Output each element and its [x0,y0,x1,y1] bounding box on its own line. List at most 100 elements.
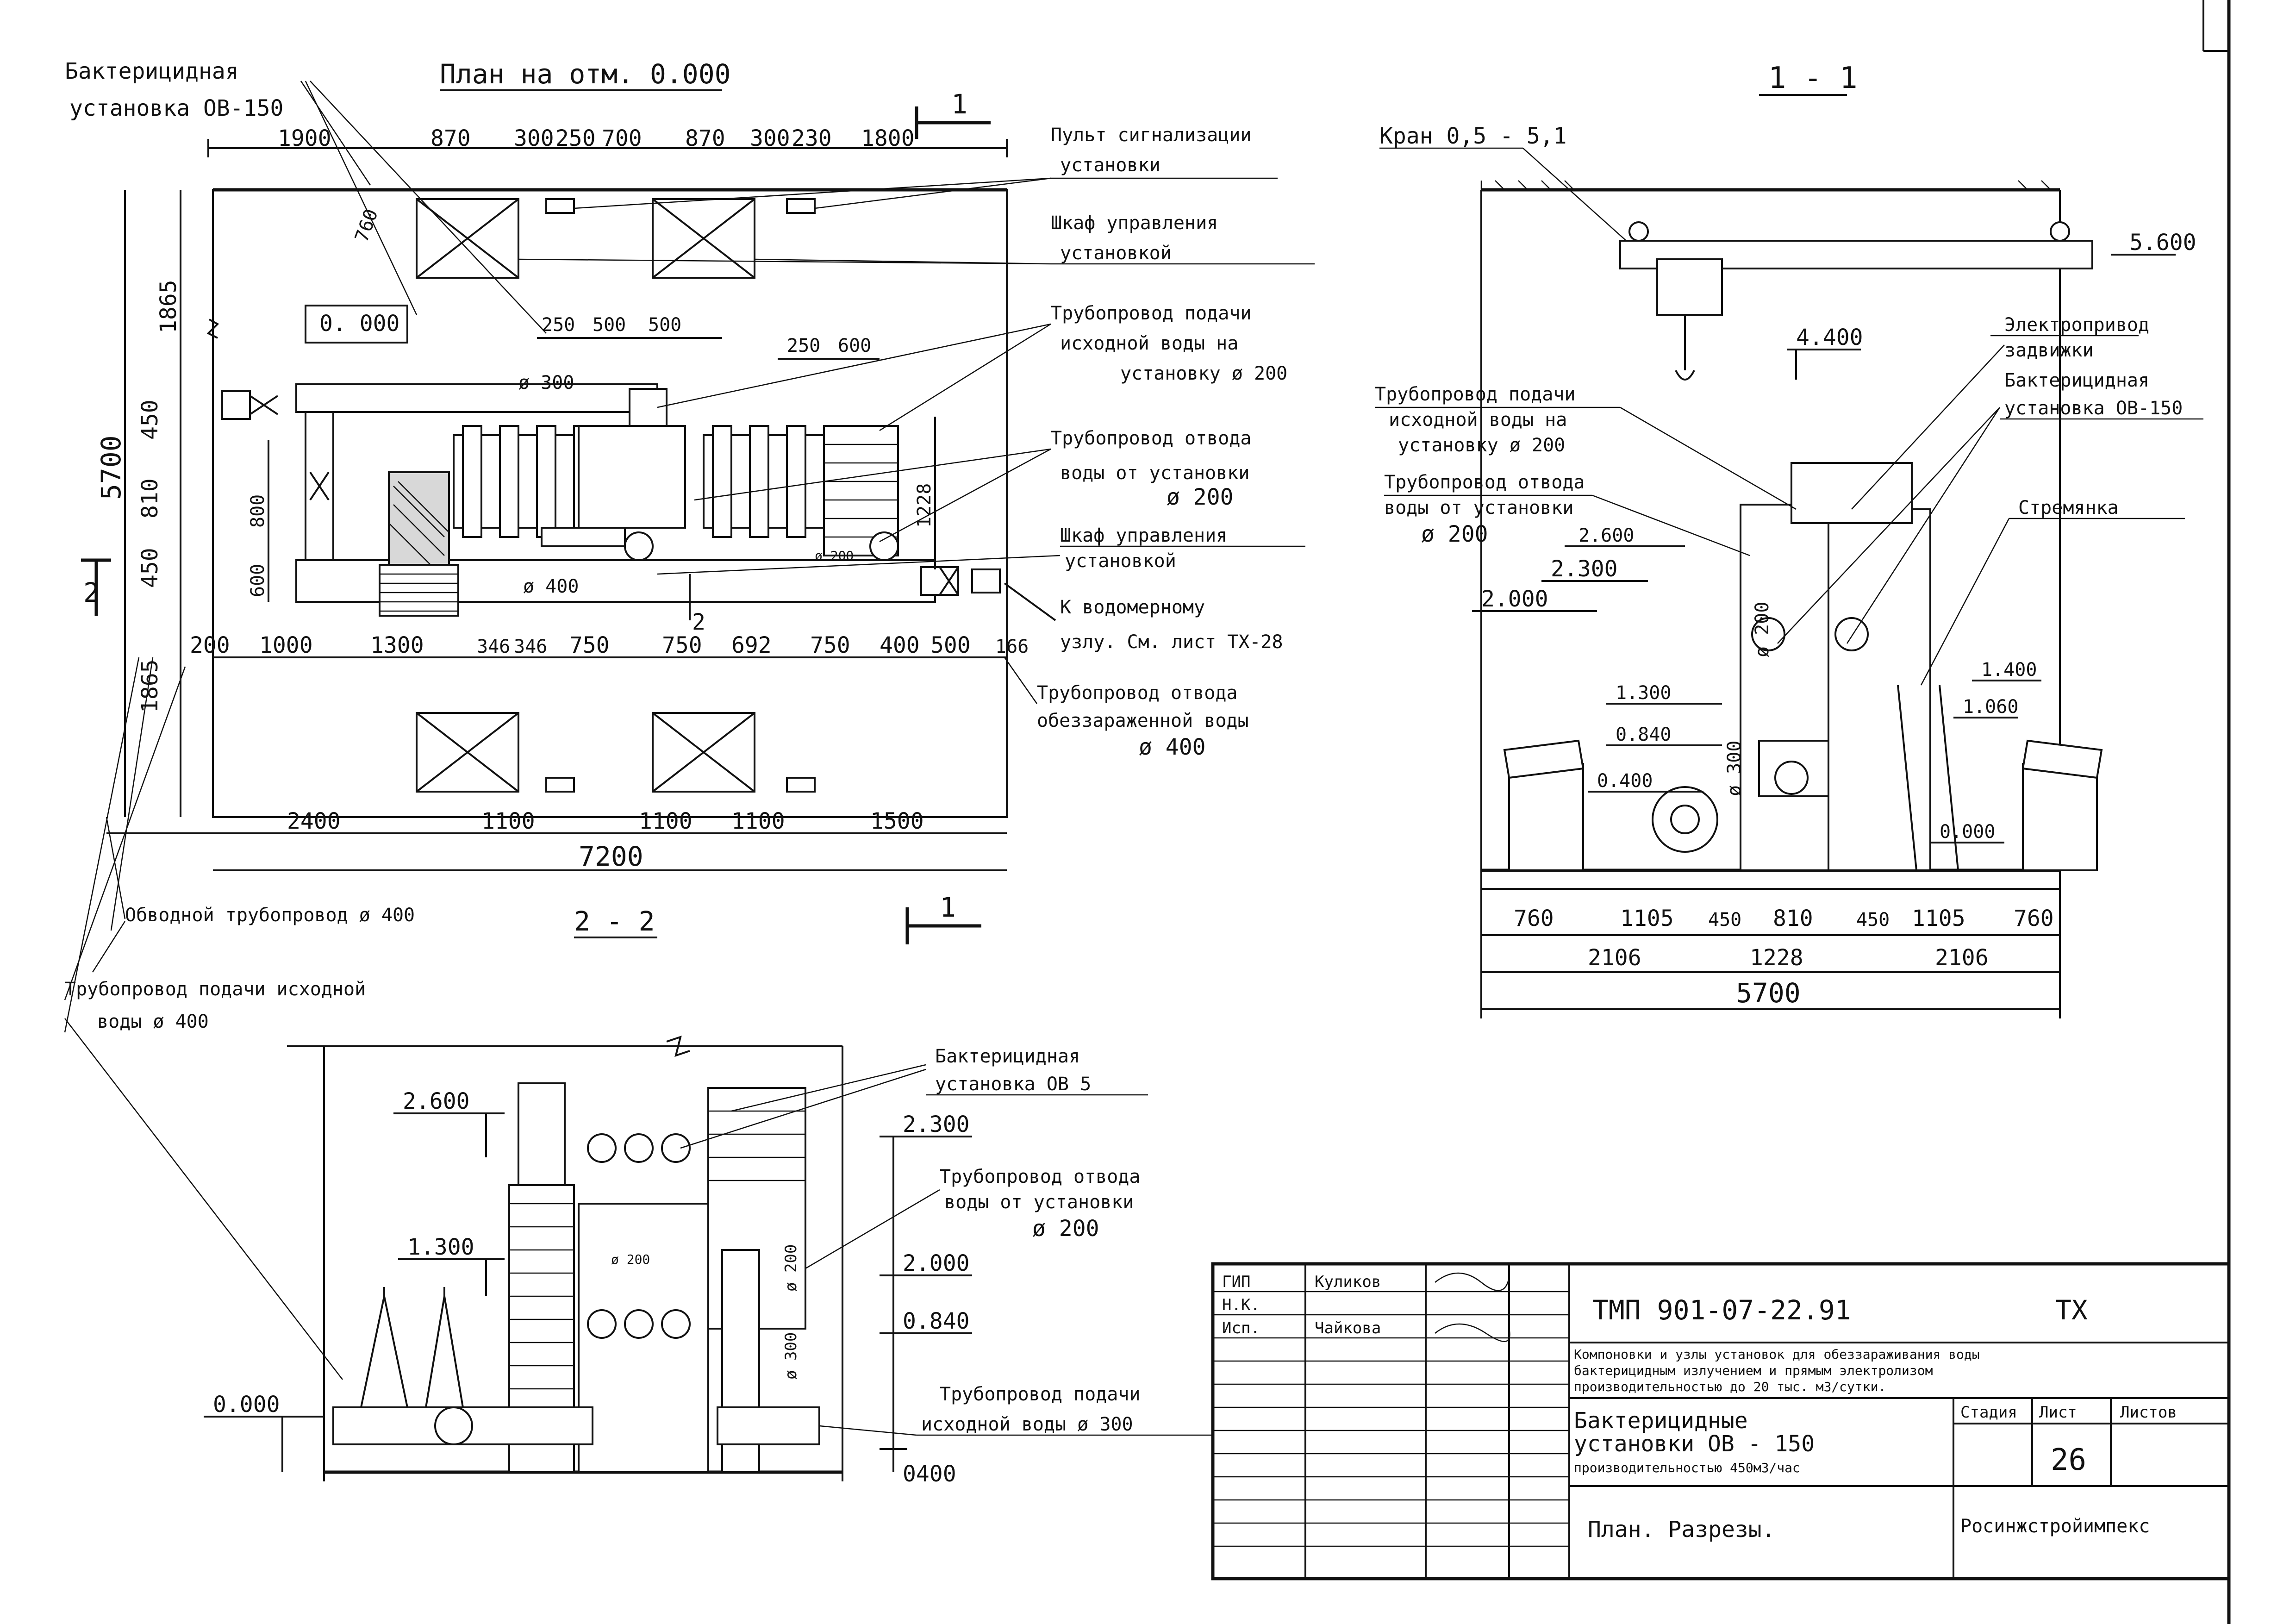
svg-text:2.600: 2.600 [1578,525,1634,546]
sheet-frame [2202,0,2231,1624]
svg-text:Куликов: Куликов [1315,1273,1381,1291]
svg-text:Н.К.: Н.К. [1222,1296,1260,1314]
title-block-grid [1213,1291,1569,1547]
svg-text:Трубопровод подачи: Трубопровод подачи [940,1384,1140,1405]
svg-text:установку ø 200: установку ø 200 [1398,435,1565,456]
plan-section-mark-left: 2 [83,577,100,608]
svg-text:исходной воды на: исходной воды на [1389,409,1567,431]
svg-text:1865: 1865 [156,280,181,333]
svg-text:760: 760 [1514,906,1554,931]
svg-text:600: 600 [838,335,871,356]
svg-text:1300: 1300 [370,632,424,658]
svg-text:ø 200: ø 200 [1167,484,1234,510]
svg-text:1865: 1865 [137,659,163,713]
svg-text:Обводной трубопровод ø 400: Обводной трубопровод ø 400 [125,905,415,926]
title-code: ТМП 901-07-22.91 [1592,1294,1851,1326]
svg-text:1105: 1105 [1912,906,1965,931]
svg-text:Бактерицидная: Бактерицидная [2004,370,2149,391]
plan-section-mark-2: 2 [692,609,705,635]
svg-text:Пульт сигнализации: Пульт сигнализации [1051,125,1251,146]
svg-text:2.000: 2.000 [903,1250,970,1276]
svg-text:воды от установки: воды от установки [944,1192,1134,1213]
title-block: ГИП Н.К. Исп. Куликов Чайкова ТМП 901-07… [1211,1262,2231,1580]
svg-text:810: 810 [1773,906,1813,931]
svg-text:500: 500 [930,632,971,658]
section22-title: 2 - 2 [574,906,655,937]
svg-text:ø 200: ø 200 [1421,521,1488,547]
svg-text:воды ø 400: воды ø 400 [97,1011,209,1032]
svg-text:Шкаф управления: Шкаф управления [1060,525,1227,546]
svg-text:К водомерному: К водомерному [1060,597,1205,618]
svg-text:ø 400: ø 400 [1139,734,1206,760]
svg-text:450: 450 [1856,909,1890,931]
svg-text:производительностью 450м3/час: производительностью 450м3/час [1574,1460,1800,1475]
svg-text:300: 300 [750,125,790,151]
svg-text:Трубопровод подачи исходной: Трубопровод подачи исходной [65,979,366,1000]
svg-text:450: 450 [1708,909,1741,931]
svg-text:Стадия: Стадия [1960,1403,2017,1422]
svg-text:ø 300: ø 300 [1724,741,1745,796]
svg-text:5.600: 5.600 [2129,230,2196,256]
svg-text:Исп.: Исп. [1222,1319,1260,1337]
svg-text:1.060: 1.060 [1963,696,2018,718]
svg-text:1.300: 1.300 [407,1234,474,1260]
svg-text:1228: 1228 [914,483,935,528]
plan-dims-overall: 2400 1100 1100 1100 1500 [287,808,924,834]
svg-text:200: 200 [190,632,230,658]
svg-text:500: 500 [593,314,626,336]
svg-text:750: 750 [569,632,610,658]
svg-text:230: 230 [792,125,832,151]
plan-title: План на отм. 0.000 [440,58,731,90]
svg-text:870: 870 [685,125,725,151]
svg-text:воды от установки: воды от установки [1384,497,1573,518]
svg-text:2.000: 2.000 [1481,586,1548,612]
svg-text:500: 500 [648,314,681,336]
plan-pipework [221,383,1001,617]
svg-text:2.300: 2.300 [903,1112,970,1137]
svg-text:исходной воды ø 300: исходной воды ø 300 [921,1414,1133,1435]
svg-text:Шкаф управления: Шкаф управления [1051,212,1218,234]
svg-text:Стремянка: Стремянка [2018,497,2119,518]
svg-text:346: 346 [514,636,547,657]
svg-text:ГИП: ГИП [1222,1273,1250,1291]
plan-label-unit-bottom: установка ОВ-150 [69,95,283,121]
svg-text:Бактерицидная: Бактерицидная [935,1046,1080,1067]
title-sheet-no: 26 [2051,1443,2086,1477]
section11-crane: Кран 0,5 - 5,1 [1379,123,1567,149]
svg-text:870: 870 [430,125,471,151]
plan-dims-bottom: 200 1000 1300 346 346 750 750 692 750 40… [190,632,1029,658]
title-mark: ТХ [2055,1294,2088,1326]
svg-text:1800: 1800 [861,125,915,151]
plan-level: 0. 000 [319,311,399,337]
svg-text:Трубопровод подачи: Трубопровод подачи [1375,384,1575,405]
svg-text:установки ОВ - 150: установки ОВ - 150 [1574,1431,1815,1457]
svg-text:Трубопровод отвода: Трубопровод отвода [1384,472,1585,493]
svg-text:250: 250 [555,125,596,151]
plan-label-unit-top: Бактерицидная [65,58,239,84]
svg-text:обеззараженной воды: обеззараженной воды [1037,710,1249,731]
svg-text:250: 250 [542,314,575,336]
svg-text:400: 400 [880,632,920,658]
svg-text:установка ОВ-150: установка ОВ-150 [2004,398,2183,419]
svg-text:задвижки: задвижки [2004,340,2094,361]
plan-overall-width: 5700 [95,435,127,500]
svg-text:450: 450 [137,548,163,588]
svg-text:ø 200: ø 200 [782,1244,800,1292]
section11-dims: 760 1105 450 810 450 1105 760 [1514,906,2054,931]
svg-text:Листов: Листов [2120,1403,2177,1422]
svg-text:2.300: 2.300 [1551,556,1618,582]
plan-callouts: Пульт сигнализации установки Шкаф управл… [64,125,1315,1380]
svg-text:ø 200: ø 200 [1032,1216,1099,1242]
svg-text:Трубопровод подачи: Трубопровод подачи [1051,303,1251,324]
svg-text:установкой: установкой [1065,550,1176,572]
title-drawing: План. Разрезы. [1588,1517,1775,1543]
svg-text:2106: 2106 [1935,945,1989,971]
svg-text:600: 600 [247,564,268,597]
plan-overall-length: 7200 [579,841,643,872]
plan-section-mark-bottom: 1 [940,892,956,923]
svg-text:производительностью до 20 тыс.: производительностью до 20 тыс. м3/сутки. [1574,1379,1886,1394]
svg-text:узлу. См. лист ТХ-28: узлу. См. лист ТХ-28 [1060,631,1283,653]
section11-overall: 5700 [1736,977,1801,1009]
svg-text:Компоновки и узлы установок дл: Компоновки и узлы установок для обеззара… [1574,1347,1980,1362]
